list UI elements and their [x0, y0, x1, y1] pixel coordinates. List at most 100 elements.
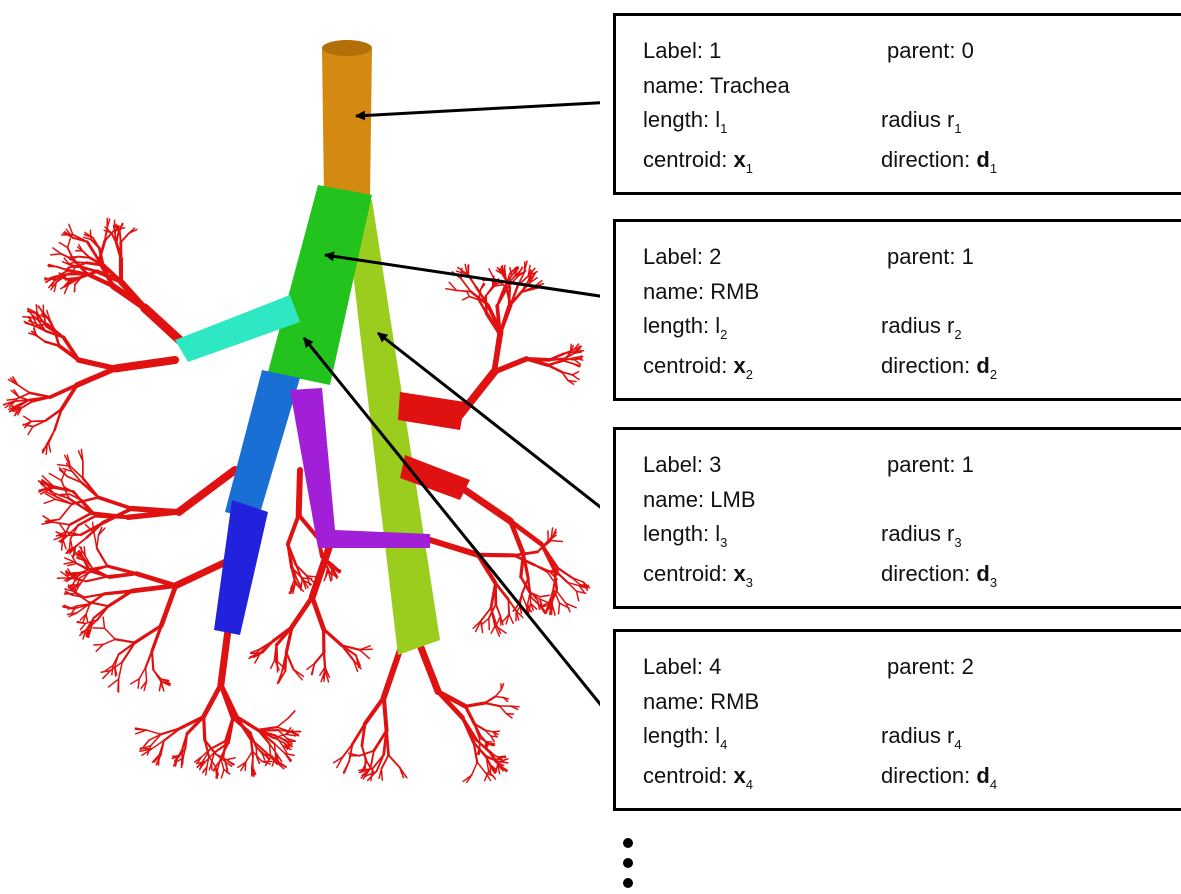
airway-branch: [59, 243, 67, 248]
airway-branch: [465, 703, 485, 706]
airway-branch: [362, 746, 366, 760]
direction-row: direction: d4: [881, 765, 997, 787]
airway-branch: [498, 756, 506, 757]
length-row: length: l2: [643, 315, 727, 337]
airway-branch: [161, 586, 175, 626]
airway-branch: [121, 233, 129, 242]
radius-row: radius r1: [881, 109, 962, 131]
airway-branch: [115, 639, 135, 642]
airway-branch: [478, 555, 496, 583]
airway-branch: [216, 767, 217, 775]
airway-branch: [132, 509, 179, 512]
airway-branch: [116, 360, 175, 368]
parent-row: parent: 2: [887, 656, 974, 678]
airway-branch: [221, 630, 228, 685]
direction-row: direction: d2: [881, 355, 997, 377]
airway-branch: [572, 372, 578, 375]
airway-branch: [277, 645, 278, 661]
airway-branch: [83, 478, 98, 497]
airway-branch: [107, 574, 136, 577]
airway-branch: [60, 504, 72, 519]
airway-branch: [80, 623, 85, 629]
airway-branch: [514, 552, 538, 556]
airway-branch: [211, 763, 212, 770]
airway-branch: [495, 696, 503, 697]
name-row: name: Trachea: [643, 75, 790, 97]
length-row: length: l1: [643, 109, 727, 131]
lmb-segment: [345, 200, 440, 655]
intermediate-segment: [225, 370, 300, 520]
airway-branch: [324, 652, 325, 669]
airway-branch: [496, 604, 501, 616]
airway-branch: [485, 703, 500, 706]
airway-branch: [105, 628, 116, 639]
airway-branch: [183, 758, 184, 764]
airway-branch: [541, 544, 554, 569]
airway-branch: [420, 645, 438, 692]
airway-tree-figure: [0, 0, 600, 894]
radius-row: radius r2: [881, 315, 962, 337]
airway-branch: [94, 644, 103, 645]
segment-info-box-3: Label: 3 parent: 1 name: LMB length: l3 …: [613, 427, 1181, 609]
airway-branch: [98, 497, 132, 508]
ellipsis-dot: [623, 858, 633, 868]
airway-branch: [30, 393, 51, 397]
airway-branch: [204, 685, 221, 717]
airway-branch: [138, 679, 139, 688]
airway-branch: [49, 430, 55, 443]
airway-branch: [384, 650, 400, 697]
airway-branch: [559, 603, 560, 614]
airway-branch: [324, 629, 342, 645]
lmb-side-branch: [398, 392, 465, 430]
airway-branch: [146, 668, 147, 682]
airway-branch: [51, 254, 61, 255]
airway-branch: [551, 541, 563, 542]
direction-row: direction: d3: [881, 563, 997, 585]
parent-row: parent: 0: [887, 40, 974, 62]
airway-branch: [65, 280, 72, 281]
airway-branch: [108, 679, 118, 687]
airway-branch: [359, 751, 373, 756]
airway-branch: [500, 307, 509, 334]
airway-branch: [90, 230, 91, 239]
airway-branch: [153, 670, 161, 679]
airway-branch: [389, 755, 400, 767]
airway-branch: [360, 650, 370, 659]
airway-branch: [84, 237, 91, 239]
airway-branch: [70, 539, 72, 549]
airway-branch: [53, 522, 70, 525]
airway-branch: [42, 443, 48, 451]
airway-branch: [387, 731, 389, 756]
airway-branch: [53, 248, 61, 254]
airway-branch: [146, 730, 160, 734]
airway-branch: [77, 368, 116, 385]
parent-row: parent: 1: [887, 454, 974, 476]
label-row: Label: 2: [643, 246, 721, 268]
airway-branch: [18, 385, 30, 393]
airway-branch: [486, 286, 493, 296]
direction-row: direction: d1: [881, 149, 997, 171]
pointer-label-1: [356, 102, 600, 116]
airway-branch: [572, 375, 579, 380]
airway-branch: [371, 769, 373, 781]
airway-branch: [508, 599, 509, 614]
label-row: Label: 1: [643, 40, 721, 62]
length-row: length: l3: [643, 523, 727, 545]
airway-branch: [461, 268, 462, 278]
airway-branch: [478, 555, 514, 556]
trachea-segment: [322, 48, 372, 198]
length-row: length: l4: [643, 725, 727, 747]
airway-branch: [494, 334, 500, 372]
airway-branch: [74, 285, 75, 292]
airway-branch: [81, 547, 82, 556]
airway-branch: [463, 297, 470, 300]
airway-branch: [312, 597, 323, 629]
airway-branch: [103, 639, 115, 644]
airway-branch: [103, 617, 104, 628]
airway-branch: [68, 238, 71, 247]
airway-branch: [495, 583, 508, 599]
airway-branch: [472, 762, 478, 775]
airway-branch: [24, 416, 32, 421]
airway-branch: [36, 335, 45, 341]
airway-branch: [63, 539, 66, 549]
